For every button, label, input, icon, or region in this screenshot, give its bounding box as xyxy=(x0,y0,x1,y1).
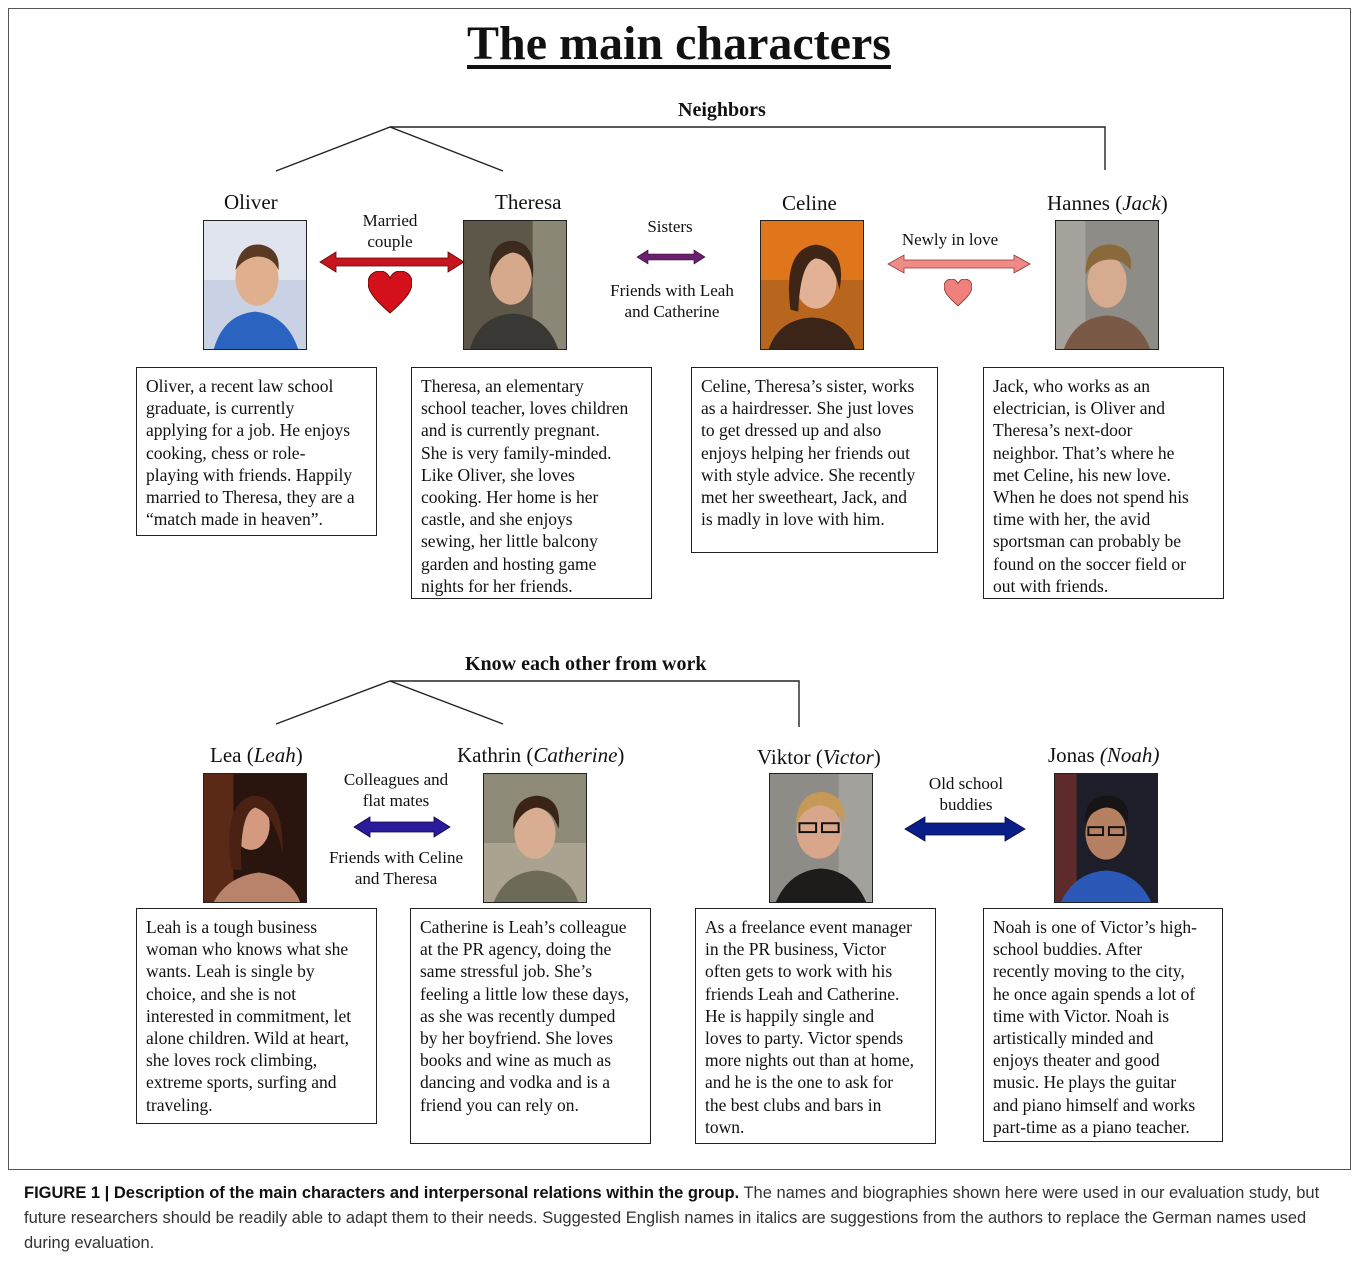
bio-jonas: Noah is one of Victor’s high- school bud… xyxy=(983,908,1223,1142)
bio-hannes: Jack, who works as an electrician, is Ol… xyxy=(983,367,1224,599)
character-name-oliver: Oliver xyxy=(224,190,278,214)
character-name-celine: Celine xyxy=(782,191,837,215)
portrait-lea xyxy=(203,773,307,903)
portrait-hannes xyxy=(1055,220,1159,350)
relation-label-friends-leah-catherine: Friends with Leah and Catherine xyxy=(610,281,734,321)
buddies-arrow xyxy=(904,816,1026,842)
bio-oliver: Oliver, a recent law school graduate, is… xyxy=(136,367,377,536)
portrait-jonas xyxy=(1054,773,1158,903)
sisters-arrow xyxy=(636,249,706,265)
figure-caption: FIGURE 1 | Description of the main chara… xyxy=(24,1181,1336,1256)
love-arrow xyxy=(887,254,1031,274)
bio-viktor: As a freelance event manager in the PR b… xyxy=(695,908,936,1144)
heart-icon xyxy=(944,279,972,307)
heart-icon xyxy=(368,271,412,314)
portrait-celine xyxy=(760,220,864,350)
group-label-work: Know each other from work xyxy=(465,653,707,675)
relation-label-friends-celine-theresa: Friends with Celine and Theresa xyxy=(328,848,464,888)
relation-label-sisters: Sisters xyxy=(647,217,693,236)
relation-label-newly-in-love: Newly in love xyxy=(901,230,999,249)
portrait-oliver xyxy=(203,220,307,350)
caption-label: FIGURE 1 | Description of the main chara… xyxy=(24,1184,740,1202)
bio-kathrin: Catherine is Leah’s colleague at the PR … xyxy=(410,908,651,1144)
portrait-kathrin xyxy=(483,773,587,903)
caption-text: The names and biographies shown here wer… xyxy=(24,1184,1320,1252)
character-name-kathrin: Kathrin (Catherine) xyxy=(457,743,625,767)
portrait-viktor xyxy=(769,773,873,903)
portrait-theresa xyxy=(463,220,567,350)
relation-label-colleagues: Colleagues and flat mates xyxy=(343,770,449,810)
character-name-lea: Lea (Leah) xyxy=(210,743,303,767)
character-name-theresa: Theresa xyxy=(495,190,562,214)
character-name-hannes: Hannes (Jack) xyxy=(1047,191,1168,215)
bio-lea: Leah is a tough business woman who knows… xyxy=(136,908,377,1124)
bio-theresa: Theresa, an elementary school teacher, l… xyxy=(411,367,652,599)
married-arrow xyxy=(319,251,465,273)
figure-frame xyxy=(8,8,1351,1170)
bio-celine: Celine, Theresa’s sister, works as a hai… xyxy=(691,367,938,553)
character-name-viktor: Viktor (Victor) xyxy=(757,745,881,769)
relation-label-old-school: Old school buddies xyxy=(928,774,1004,814)
colleagues-arrow xyxy=(353,816,451,838)
page-title: The main characters xyxy=(467,17,891,70)
character-name-jonas: Jonas (Noah) xyxy=(1048,743,1160,767)
relation-label-married: Married couple xyxy=(362,211,418,251)
group-label-neighbors: Neighbors xyxy=(678,99,766,121)
